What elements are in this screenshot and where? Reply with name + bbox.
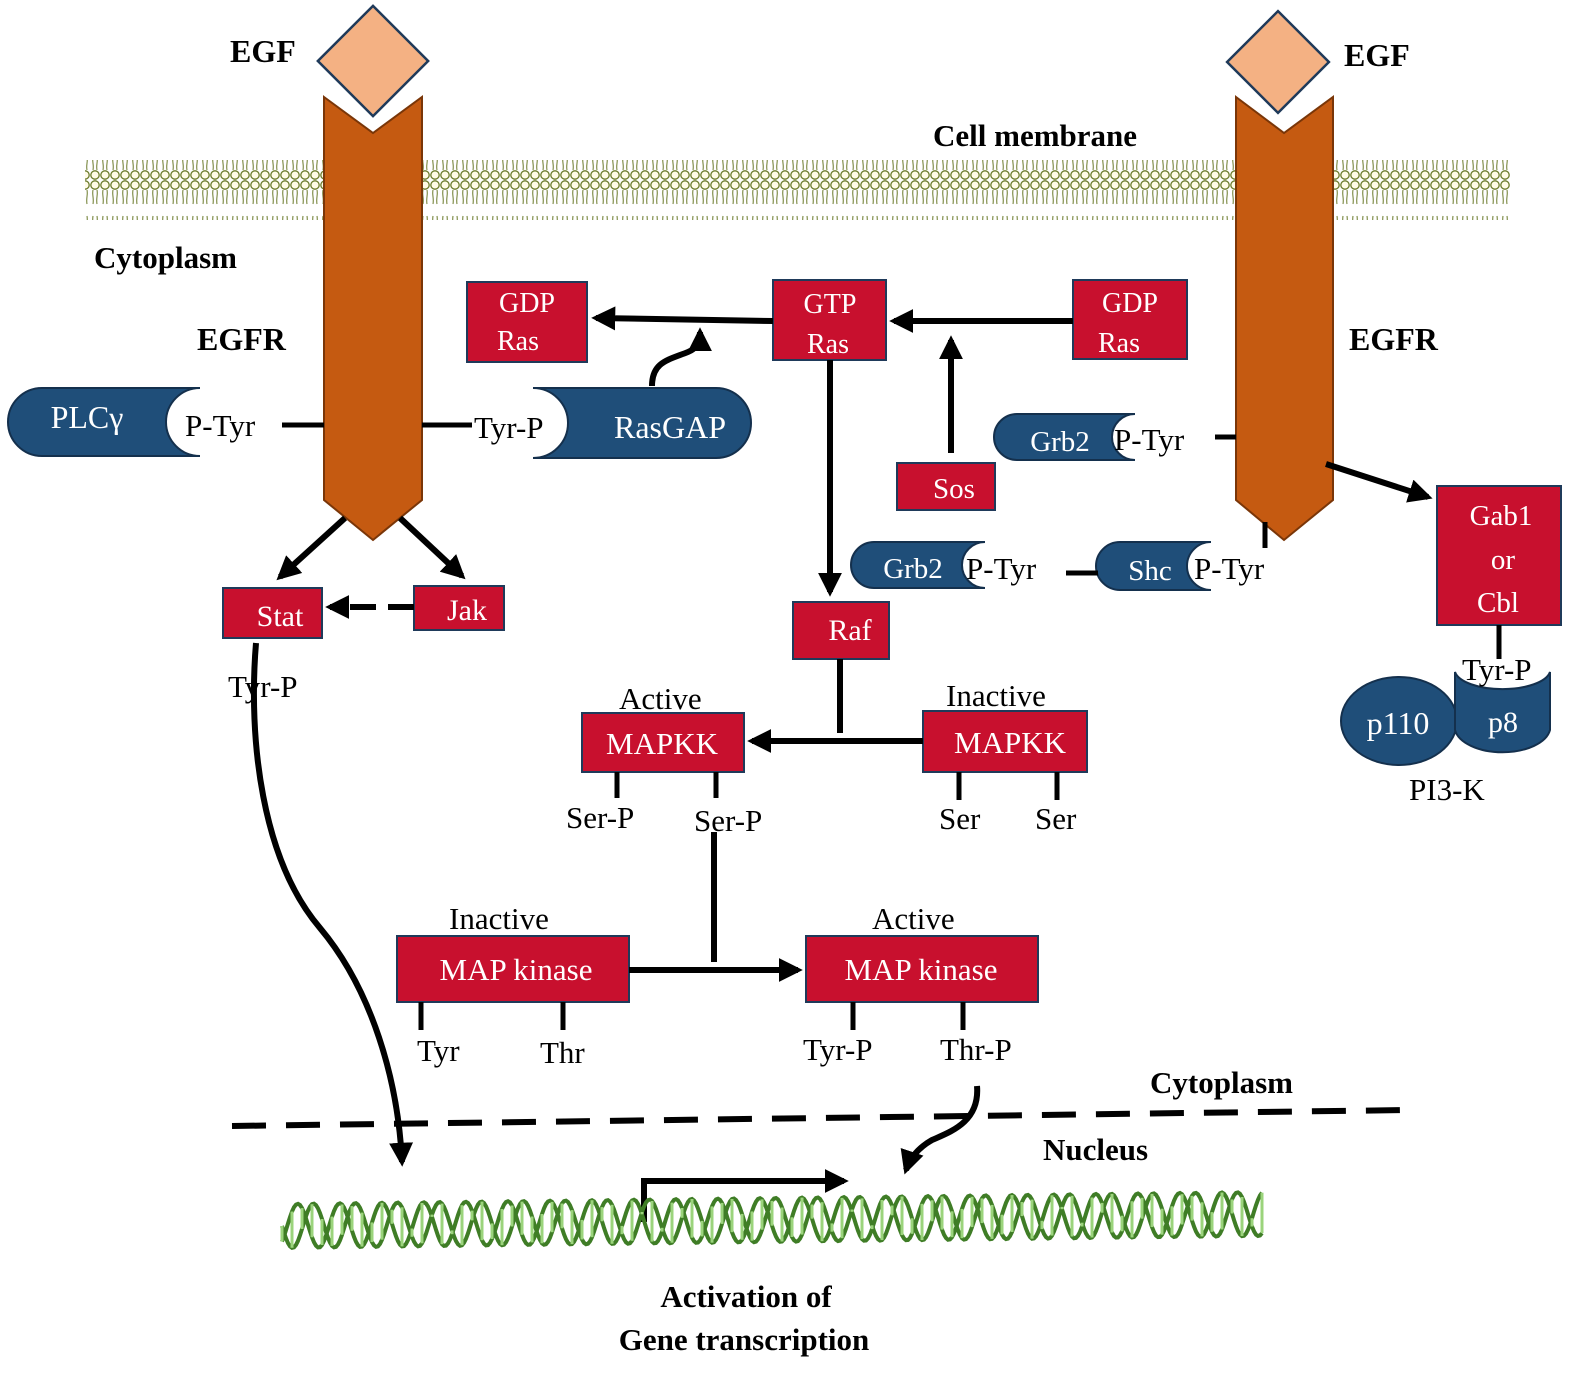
stat-box: Stat xyxy=(222,587,323,639)
jak-box: Jak xyxy=(413,585,505,631)
mapkk-inactive-ser2: Ser xyxy=(1035,801,1077,836)
cytoplasm-top-label: Cytoplasm xyxy=(94,240,237,275)
mapkk-inactive-box: MAPKK xyxy=(922,710,1088,773)
gtp-ras-box: GTP Ras xyxy=(772,279,887,361)
svg-text:p8: p8 xyxy=(1488,706,1518,739)
mapk-inactive-tyr: Tyr xyxy=(417,1033,460,1068)
svg-text:Grb2: Grb2 xyxy=(883,553,943,585)
mapkk-active-ser1: Ser-P xyxy=(566,800,634,835)
svg-text:GTP: GTP xyxy=(804,289,857,320)
plcg-ptyr: P-Tyr xyxy=(185,408,256,443)
arrow-egfr-to-gab1 xyxy=(1325,461,1433,503)
rasgap-tyrp: Tyr-P xyxy=(474,410,544,445)
egf-right-label: EGF xyxy=(1344,37,1410,73)
cytoplasm-bottom-label: Cytoplasm xyxy=(1150,1065,1293,1100)
svg-text:Shc: Shc xyxy=(1128,555,1172,587)
svg-text:Ras: Ras xyxy=(807,329,849,360)
arrow-stat-to-nucleus xyxy=(250,642,414,1167)
svg-text:MAP kinase: MAP kinase xyxy=(845,952,998,987)
grb2-upper-ptyr: P-Tyr xyxy=(1114,422,1185,457)
arrow-gtp-to-gdp xyxy=(591,306,774,331)
grb2-upper-adapter: Grb2 xyxy=(993,413,1136,461)
arrow-rasgap-catalysis xyxy=(649,327,712,387)
svg-text:MAP kinase: MAP kinase xyxy=(440,952,593,987)
svg-text:MAPKK: MAPKK xyxy=(606,726,719,761)
plcg-adapter: PLCγ xyxy=(7,387,201,457)
mapk-active-thr: Thr-P xyxy=(940,1032,1012,1067)
svg-text:Gab1: Gab1 xyxy=(1470,500,1533,532)
svg-text:MAPKK: MAPKK xyxy=(954,725,1067,760)
svg-text:RasGAP: RasGAP xyxy=(614,409,726,445)
egfr-left-receptor xyxy=(316,4,430,542)
svg-text:PLCγ: PLCγ xyxy=(51,399,124,435)
svg-text:GDP: GDP xyxy=(499,288,555,319)
shc-ptyr: P-Tyr xyxy=(1194,551,1265,586)
nucleus-label: Nucleus xyxy=(1043,1132,1148,1167)
egfr-right-label: EGFR xyxy=(1349,321,1439,357)
mapk-active-tyr: Tyr-P xyxy=(803,1032,873,1067)
pi3k-complex: p110 p8 xyxy=(1340,671,1551,766)
svg-text:Stat: Stat xyxy=(257,600,304,633)
gdp-ras-right-box: GDP Ras xyxy=(1072,279,1188,360)
dna-helix xyxy=(280,1190,1264,1250)
mapkk-inactive-ser1: Ser xyxy=(939,801,981,836)
svg-text:Raf: Raf xyxy=(828,614,871,647)
pi3k-label: PI3-K xyxy=(1409,772,1485,807)
gab1-cbl-box: Gab1 or Cbl xyxy=(1436,485,1562,626)
mapk-inactive-thr: Thr xyxy=(540,1035,585,1070)
svg-text:GDP: GDP xyxy=(1102,288,1158,319)
mapkk-inactive-label: Inactive xyxy=(946,678,1046,713)
activation-label: Activation of xyxy=(660,1279,832,1314)
egf-left-label: EGF xyxy=(230,33,296,69)
svg-text:Ras: Ras xyxy=(497,326,539,357)
p85-subunit xyxy=(1454,671,1551,754)
gdp-ras-left-box: GDP Ras xyxy=(466,281,588,363)
state-labels: Active Inactive Inactive Active PI3-K xyxy=(449,678,1485,936)
sos-box: Sos xyxy=(896,462,996,511)
binding-lines xyxy=(282,422,1502,1030)
map-kinase-active-box: MAP kinase xyxy=(805,935,1039,1003)
raf-box: Raf xyxy=(792,601,890,660)
svg-text:Ras: Ras xyxy=(1098,328,1140,359)
nuclear-membrane xyxy=(231,1107,1409,1129)
egfr-right-receptor xyxy=(1225,9,1334,542)
arrow-mapk-to-nucleus xyxy=(900,1085,981,1175)
svg-text:Cbl: Cbl xyxy=(1477,587,1519,619)
egf-right-ligand xyxy=(1225,9,1331,115)
egf-left-ligand xyxy=(316,4,430,118)
gab1-tyrp: Tyr-P xyxy=(1462,652,1532,687)
shc-adapter: Shc xyxy=(1095,541,1212,591)
svg-text:or: or xyxy=(1491,544,1516,576)
arrow-egfr-to-jak xyxy=(397,515,466,580)
grb2-lower-ptyr: P-Tyr xyxy=(966,551,1037,586)
svg-text:Grb2: Grb2 xyxy=(1030,426,1090,458)
svg-text:p110: p110 xyxy=(1367,705,1430,741)
svg-text:Jak: Jak xyxy=(447,594,487,627)
rasgap-adapter: RasGAP xyxy=(532,387,752,459)
egfr-left-label: EGFR xyxy=(197,321,287,357)
mapkk-active-ser2: Ser-P xyxy=(694,803,762,838)
mapkk-active-label: Active xyxy=(619,681,702,716)
stat-tyrp: Tyr-P xyxy=(228,669,298,704)
svg-text:Sos: Sos xyxy=(933,473,975,505)
cell-membrane-label: Cell membrane xyxy=(933,118,1137,153)
arrows xyxy=(250,306,1433,1222)
residue-labels: P-Tyr Tyr-P P-Tyr P-Tyr P-Tyr Tyr-P Tyr-… xyxy=(185,408,1532,1070)
mapkk-active-box: MAPKK xyxy=(581,712,745,773)
grb2-lower-adapter: Grb2 xyxy=(850,541,986,589)
arrow-egfr-to-stat xyxy=(276,515,348,581)
mapk-active-label: Active xyxy=(872,901,955,936)
map-kinase-inactive-box: MAP kinase xyxy=(396,935,630,1003)
gene-transcription-label: Gene transcription xyxy=(619,1322,870,1357)
mapk-inactive-label: Inactive xyxy=(449,901,549,936)
